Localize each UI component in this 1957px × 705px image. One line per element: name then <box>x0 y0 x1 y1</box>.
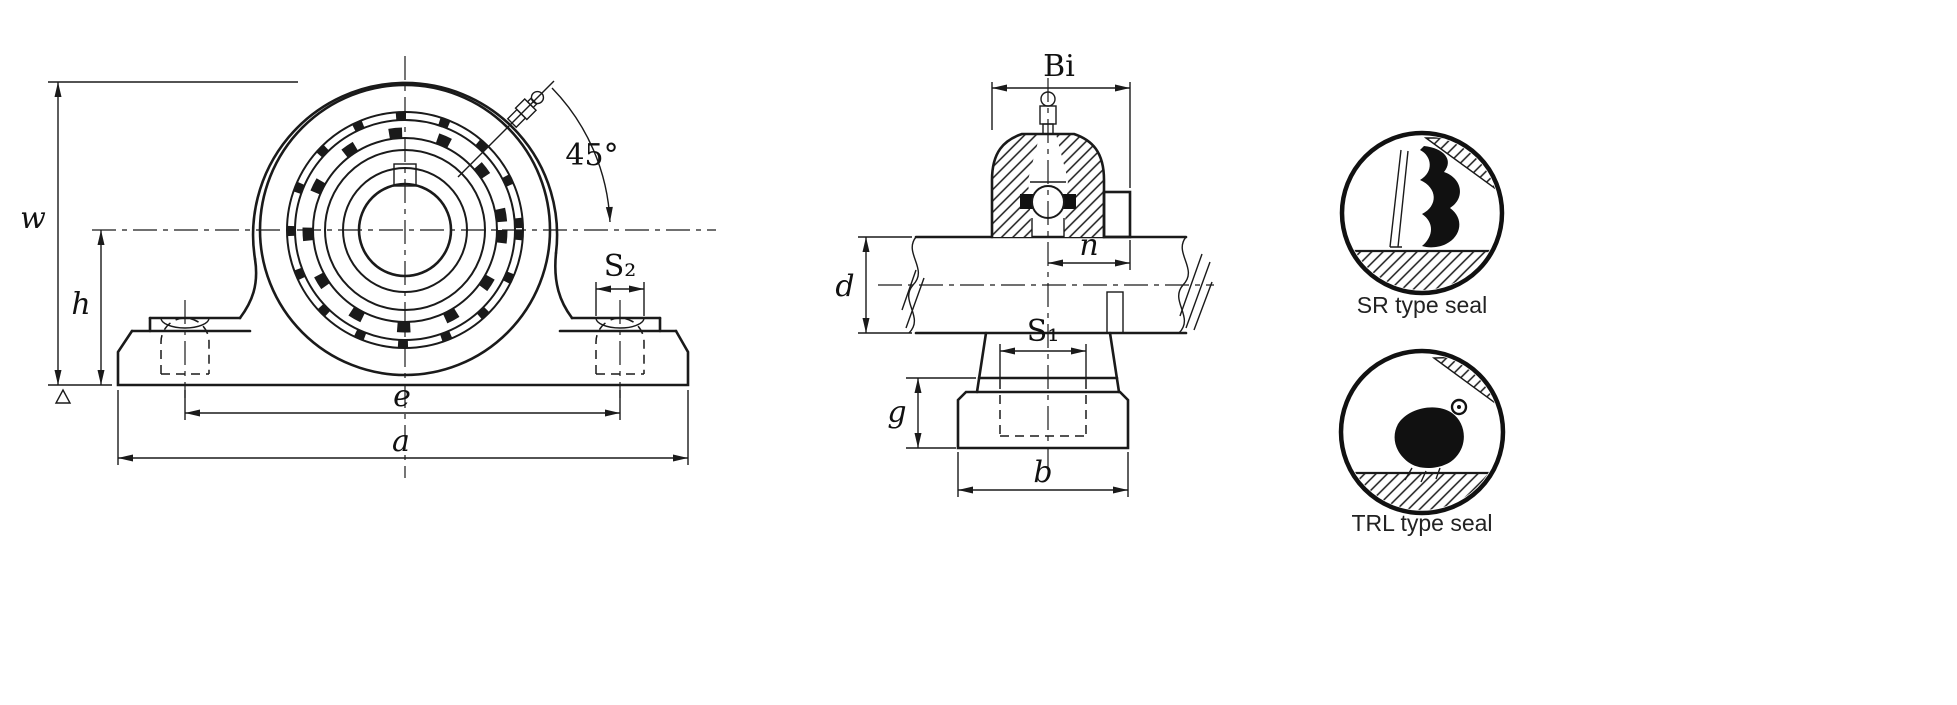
dim-label-bi: Bi <box>1043 49 1075 84</box>
dimension-s1: S₁ <box>999 314 1087 380</box>
housing-outline <box>238 81 574 320</box>
trl-seal-profile <box>1394 407 1464 469</box>
seal-hatch-ring <box>287 112 523 348</box>
grease-fitting <box>457 80 555 178</box>
side-view: Bi n d S₁ g <box>835 49 1214 497</box>
dim-label-g: g <box>887 395 906 430</box>
trl-seal-detail: TRL type seal <box>1338 348 1506 536</box>
sr-seal-detail: SR type seal <box>1339 130 1505 318</box>
locknut-block <box>1102 190 1132 239</box>
bearing-section <box>990 132 1132 239</box>
dim-label-b: b <box>1033 455 1052 490</box>
dim-label-e: e <box>393 379 411 414</box>
dim-label-w: w <box>20 201 46 236</box>
bolt-slot-right <box>595 300 645 398</box>
front-view: 45° w h e a <box>20 56 716 478</box>
dim-label-a: a <box>392 424 410 459</box>
dim-label-n: n <box>1079 228 1098 263</box>
bolt-slot-left <box>160 300 210 398</box>
rolling-element <box>1031 185 1065 219</box>
dimension-g: g <box>887 377 976 449</box>
dim-label-s1: S₁ <box>1027 314 1060 349</box>
dimension-a: a <box>117 390 689 465</box>
dimension-h: h <box>71 230 105 385</box>
dim-label-angle: 45° <box>565 138 618 173</box>
bearing-rings <box>258 83 552 377</box>
dim-label-s2: S₂ <box>604 249 637 284</box>
dimension-bi: Bi <box>991 49 1131 188</box>
dimension-s2: S₂ <box>595 249 645 316</box>
dimension-w: w <box>20 81 298 404</box>
sr-detail-circle <box>1339 130 1505 296</box>
locknut-teeth <box>302 127 508 333</box>
housing-lower <box>956 291 1130 450</box>
trl-detail-circle <box>1338 348 1506 516</box>
dim-label-h: h <box>71 287 90 322</box>
dimension-e: e <box>184 379 621 420</box>
sr-seal-profile <box>1420 146 1461 248</box>
grease-fitting-side <box>1039 91 1057 135</box>
spring-curl <box>1450 398 1468 416</box>
dimension-b: b <box>957 452 1129 497</box>
dimension-n: n <box>1048 228 1131 270</box>
shaft <box>901 235 1213 335</box>
trl-seal-label: TRL type seal <box>1351 510 1492 536</box>
datum-triangle <box>54 388 72 404</box>
angle-annotation: 45° <box>551 87 619 223</box>
locknut-slot-notch <box>393 163 417 187</box>
sr-seal-label: SR type seal <box>1357 292 1487 318</box>
dim-label-d: d <box>835 269 854 304</box>
dimension-d: d <box>835 236 912 334</box>
side-lug <box>1106 291 1124 334</box>
